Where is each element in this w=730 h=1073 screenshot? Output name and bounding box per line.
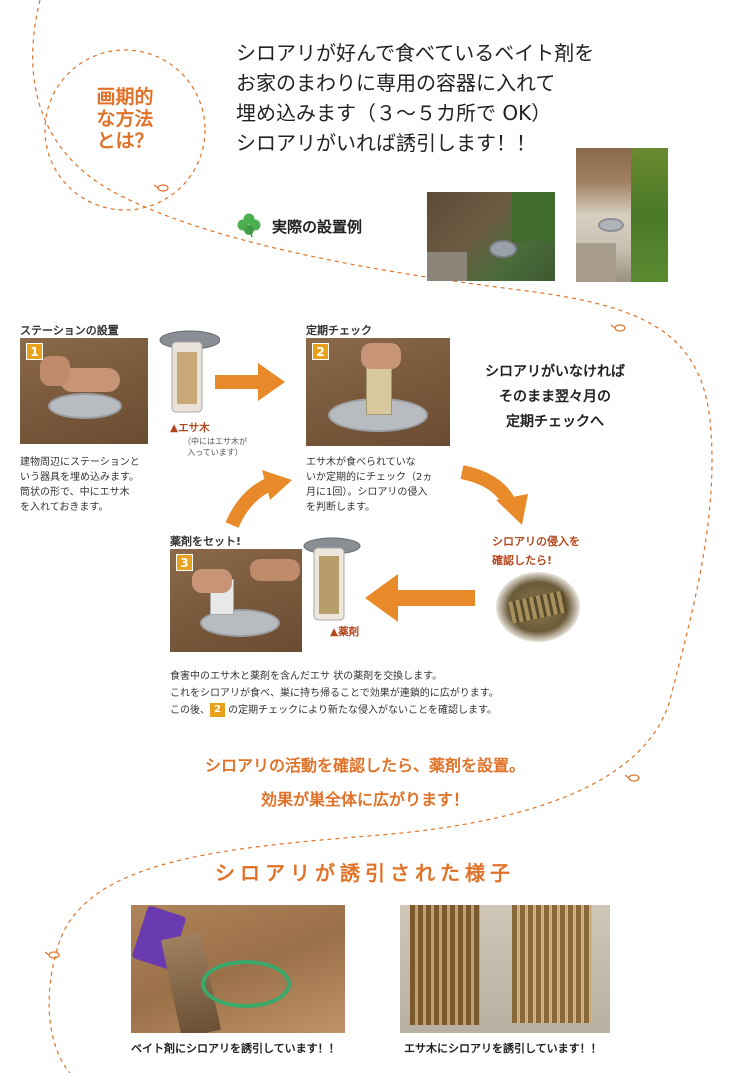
termite-icon bbox=[624, 774, 640, 782]
step2-desc-line: を判断します。 bbox=[306, 502, 375, 513]
explanation-line: 食害中のエサ木と薬剤を含んだエサ 状の薬剤を交換します。 bbox=[170, 671, 443, 682]
step2-desc-line: エサ木が食べられていな bbox=[306, 457, 416, 468]
bait-wood-label: ▲エサ木 bbox=[170, 422, 210, 434]
station-device-illustration bbox=[159, 330, 220, 413]
step1-desc-line: いう器具を埋め込みます。 bbox=[20, 472, 139, 483]
step1-number: 1 bbox=[26, 343, 43, 360]
bait-container-illustration bbox=[303, 537, 361, 621]
no-termite-line: 定期チェックへ bbox=[506, 414, 604, 430]
arrow-left-icon bbox=[365, 574, 475, 622]
step1-photo bbox=[20, 338, 148, 444]
summary-line: シロアリの活動を確認したら、薬剤を設置。 bbox=[204, 756, 525, 775]
badge-line: 画期的 bbox=[96, 86, 154, 108]
found-line: 確認したら! bbox=[492, 554, 553, 567]
badge-line: とは？ bbox=[96, 130, 154, 152]
explanation-line: この後、2 の定期チェックにより新たな侵入がないことを確認します。 bbox=[170, 702, 499, 719]
step2-description: エサ木が食べられていな いか定期的にチェック（2ヵ 月に1回）。シロアリの侵入 … bbox=[306, 455, 432, 515]
termite-icon bbox=[153, 184, 169, 192]
example-label: 実際の設置例 bbox=[272, 218, 363, 236]
step2-title: 定期チェック bbox=[306, 324, 372, 337]
bait-attracting-photo bbox=[131, 905, 345, 1033]
intro-line: 埋め込みます（３～５カ所で OK） bbox=[236, 101, 552, 125]
found-line: シロアリの侵入を bbox=[492, 535, 580, 548]
step1-desc-line: 筒状の形で、中にエサ木 bbox=[20, 487, 130, 498]
bait-wood-note: （中にはエサ木が 入っています） bbox=[170, 436, 260, 458]
intro-line: シロアリが好んで食べているベイト剤を bbox=[236, 41, 595, 65]
gallery-title: シロアリが誘引された様子 bbox=[215, 861, 515, 885]
no-termite-note: シロアリがいなければ そのまま翌々月の 定期チェックへ bbox=[470, 360, 640, 435]
step3-number: 3 bbox=[176, 554, 193, 571]
method-badge: 画期的 な方法 とは？ bbox=[70, 86, 180, 152]
no-termite-line: そのまま翌々月の bbox=[499, 389, 611, 405]
termite-icon bbox=[610, 324, 626, 332]
chemical-label: ▲薬剤 bbox=[330, 626, 360, 638]
step2-number: 2 bbox=[312, 343, 329, 360]
step1-description: 建物周辺にステーションと いう器具を埋め込みます。 筒状の形で、中にエサ木 を入… bbox=[20, 455, 140, 515]
step3-title: 薬剤をセット! bbox=[170, 535, 242, 548]
step2-photo bbox=[306, 338, 450, 446]
damaged-wood-photo bbox=[496, 572, 580, 642]
intro-line: シロアリがいれば誘引します！！ bbox=[236, 131, 536, 155]
step2-desc-line: いか定期的にチェック（2ヵ bbox=[306, 472, 433, 483]
badge-line: な方法 bbox=[96, 108, 154, 130]
replacement-explanation: 食害中のエサ木と薬剤を含んだエサ 状の薬剤を交換します。 これをシロアリが食べ、… bbox=[170, 668, 499, 719]
explanation-line: これをシロアリが食べ、巣に持ち帰ることで効果が連鎖的に広がります。 bbox=[170, 688, 499, 699]
arrow-right-icon bbox=[215, 363, 285, 401]
example-photo-garden bbox=[427, 192, 555, 281]
title-circle-outline bbox=[44, 49, 206, 211]
explanation-prefix: この後、 bbox=[170, 705, 210, 716]
bait-wood-note-line: 入っています） bbox=[187, 448, 243, 457]
explanation-suffix: の定期チェックにより新たな侵入がないことを確認します。 bbox=[225, 705, 497, 716]
wood-caption: エサ木にシロアリを誘引しています！！ bbox=[404, 1042, 602, 1055]
arrow-up-right-icon bbox=[225, 470, 292, 528]
example-photo-pathway bbox=[576, 148, 668, 282]
termite-found-note: シロアリの侵入を 確認したら! bbox=[492, 532, 580, 570]
summary-line: 効果が巣全体に広がります！ bbox=[260, 790, 469, 809]
step1-desc-line: 建物周辺にステーションと bbox=[20, 457, 140, 468]
bait-caption: ベイト剤にシロアリを誘引しています！！ bbox=[131, 1042, 340, 1055]
termite-icon bbox=[44, 951, 60, 959]
step1-title: ステーションの設置 bbox=[20, 324, 119, 337]
wood-attracting-photo bbox=[400, 905, 610, 1033]
no-termite-line: シロアリがいなければ bbox=[485, 364, 625, 380]
step1-desc-line: を入れておきます。 bbox=[20, 502, 109, 513]
clover-icon bbox=[237, 213, 261, 238]
step2-desc-line: 月に1回）。シロアリの侵入 bbox=[306, 487, 428, 498]
arrow-down-right-icon bbox=[460, 465, 528, 525]
bait-wood-note-line: （中にはエサ木が bbox=[183, 437, 247, 446]
intro-text: シロアリが好んで食べているベイト剤を お家のまわりに専用の容器に入れて 埋め込み… bbox=[236, 38, 594, 158]
intro-line: お家のまわりに専用の容器に入れて bbox=[236, 71, 556, 95]
step2-reference-badge: 2 bbox=[210, 703, 225, 717]
